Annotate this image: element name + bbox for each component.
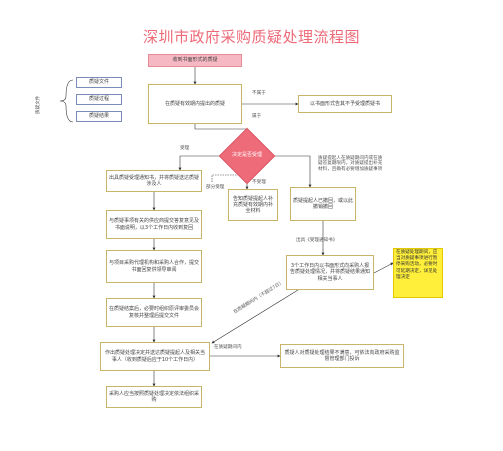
arrow-judge-notify <box>178 155 226 171</box>
node-supplement: 告知质疑提起人补充质疑有效期内补全材料 <box>228 189 278 221</box>
arrow-decision-note <box>373 262 394 274</box>
label-brace-side: 质疑文件 <box>36 95 41 114</box>
node-response: 在质疑结案后，必要时组织原评审委员会复核并整理后提交文件 <box>106 298 202 327</box>
decision-text: 决定是否受理 <box>231 152 262 158</box>
node-agency: 与质疑事项有关的供应商提交答复意见及书面说明，以3个工作日内收到复回 <box>106 210 202 239</box>
node-doc-process: 质疑过程 <box>76 94 122 105</box>
arrow-judge-withdraw <box>268 155 312 188</box>
label-conditions: 质疑提起人在质疑期间内或在质疑答复期限内，对质疑提出补充材料，且确有必要增加质疑… <box>318 156 383 172</box>
node-final: 采购人应当按照质疑处理决定依法组织采购 <box>106 386 202 408</box>
node-scope: 在质疑有效期内提出的质疑 <box>148 84 242 124</box>
note-yellow: 在质疑处理期间，应当对质疑事项进行暂停采购活动，必要时可延期决定，详见处理决定 <box>393 248 443 298</box>
node-notify: 出具质疑受理通知书，并将质疑送达质疑涉及人 <box>106 170 202 192</box>
node-decision: 3个工作日内以书面形式向采购人报告质疑处理情况，并将质疑结果通知相关当事人 <box>286 255 374 290</box>
page-title: 深圳市政府采购质疑处理流程图 <box>142 28 360 46</box>
label-in-period: 在质疑期间内 <box>214 345 242 350</box>
node-result: 作出质疑处理决定并送达质疑提起人及相关当事人（收到质疑后应于10个工作日内） <box>100 342 210 371</box>
node-doc-file: 质疑文件 <box>76 77 122 88</box>
label-belongs: 属于 <box>252 114 262 119</box>
brace <box>59 79 74 123</box>
label-accept: 受理 <box>180 146 190 151</box>
node-complaint: 质疑人对质疑处理结果不满意，可依法向政府采购监督管理部门投诉 <box>280 344 404 368</box>
label-not-accept2: 不受理 <box>252 180 266 185</box>
node-withdraw: 质疑提起人已撤回，或以此撤销撤回 <box>290 187 356 221</box>
label-partial: 部分受理 <box>206 185 225 190</box>
label-receipt: 出具《受理通知书》 <box>296 238 338 243</box>
label-not-accept: 不属于 <box>252 91 266 96</box>
arrow-scope-judge <box>194 124 249 135</box>
node-reply-forward: 与项目采购代理机构和采购人合作，提交书面回复供领导审阅 <box>106 250 202 283</box>
node-doc-result: 质疑结果 <box>76 111 122 122</box>
node-reject-reply: 以书面形式告其不予受理质疑书 <box>298 95 392 113</box>
arrow-notify-side <box>211 174 247 182</box>
node-receive: 收到书面形式的质疑 <box>148 54 242 67</box>
arrow-decision-result <box>211 289 299 344</box>
